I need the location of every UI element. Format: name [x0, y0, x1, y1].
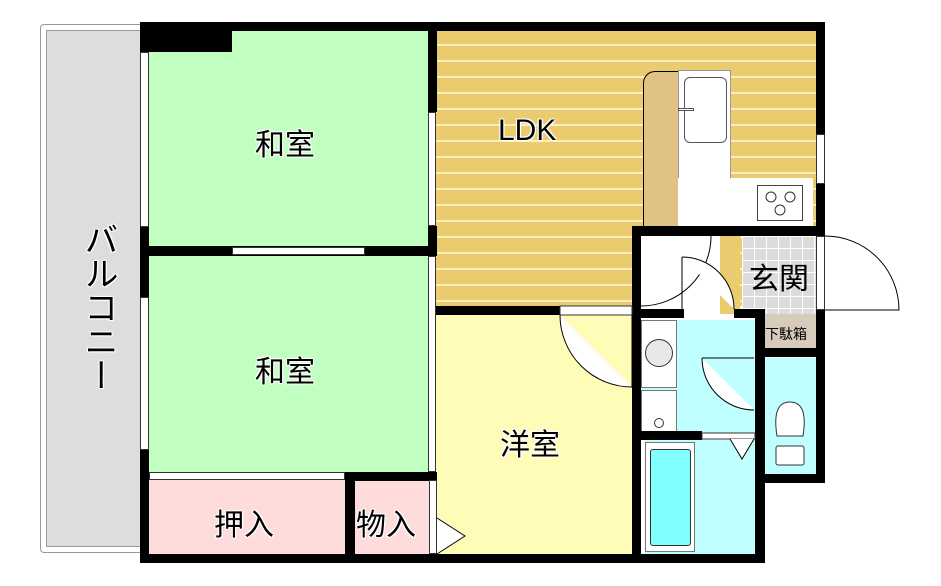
genkan-entrance	[742, 236, 816, 314]
sliding-door-washitsu-2-ldk[interactable]	[428, 256, 436, 472]
door-swing-yoshitsu[interactable]	[559, 305, 640, 388]
wall-wet-top	[632, 309, 684, 318]
door-swing-entrance[interactable]	[824, 235, 905, 316]
wall-ldk-bottom	[436, 306, 562, 315]
wall-bath-divider	[632, 431, 702, 440]
kitchen-counter-icon	[643, 71, 679, 228]
washitsu-room-1	[148, 30, 430, 248]
ldk-label: LDK	[498, 114, 557, 147]
door-triangle-monoire[interactable]	[436, 517, 467, 555]
door-swing-washroom[interactable]	[681, 256, 742, 317]
wall-kitchen-bottom	[632, 226, 825, 236]
monoire-storage	[354, 480, 429, 554]
wall-wet-top-2	[734, 309, 764, 318]
washitsu-room-2	[148, 256, 430, 474]
stove-burners-icon	[765, 191, 796, 216]
door-frame-genkan[interactable]	[816, 236, 825, 310]
wall-top	[140, 22, 824, 31]
balcony-label: バルコニー	[78, 222, 118, 392]
wall-mid-lower	[428, 472, 437, 480]
wall-toilet-top	[755, 348, 825, 357]
bathtub-icon	[650, 449, 691, 546]
oshiire-closet	[148, 480, 346, 554]
wall-mid-vertical-2	[428, 226, 437, 256]
faucet-icon	[678, 108, 694, 111]
wall-bottom-right	[632, 554, 765, 563]
wall-top-corner-block	[140, 22, 232, 52]
genkan-label: 玄関	[749, 262, 809, 297]
sliding-door-washitsu-divider[interactable]	[232, 247, 365, 255]
getabako-label: 下駄箱	[765, 327, 807, 343]
wall-closet-divider	[345, 472, 355, 562]
wall-bottom	[140, 554, 640, 563]
toilet-icon	[773, 401, 807, 467]
door-swing-toilet[interactable]	[701, 357, 762, 418]
window-kitchen-east[interactable]	[816, 134, 825, 184]
door-swing-hallway-ldk[interactable]	[640, 235, 716, 311]
folding-door-bath[interactable]	[701, 432, 758, 463]
wall-toilet-bottom	[755, 474, 825, 483]
yoshitsu-room	[436, 314, 632, 554]
getabako-shoe-cabinet	[763, 314, 816, 348]
window-washitsu-1-west[interactable]	[140, 52, 149, 227]
wall-yoshitsu-right	[632, 228, 641, 562]
wall-closet-top	[345, 472, 437, 481]
sliding-door-oshiire[interactable]	[149, 472, 345, 480]
yoshitsu-label: 洋室	[500, 428, 560, 463]
wall-left	[140, 22, 149, 562]
toilet-shape-icon	[775, 401, 805, 466]
stove-icon	[757, 185, 803, 221]
oshiire-label: 押入	[214, 508, 274, 543]
window-washitsu-2-west[interactable]	[140, 297, 149, 450]
drain-icon	[654, 418, 664, 428]
monoire-label: 物入	[356, 508, 416, 543]
sliding-door-washitsu-1-ldk[interactable]	[428, 112, 436, 226]
wall-washroom-right	[755, 309, 765, 562]
wall-mid-vertical	[428, 22, 437, 112]
washing-machine-icon	[645, 339, 673, 367]
balcony	[46, 30, 142, 547]
door-frame-monoire[interactable]	[429, 480, 437, 554]
washitsu-1-label: 和室	[255, 128, 315, 163]
washitsu-2-label: 和室	[255, 355, 315, 390]
